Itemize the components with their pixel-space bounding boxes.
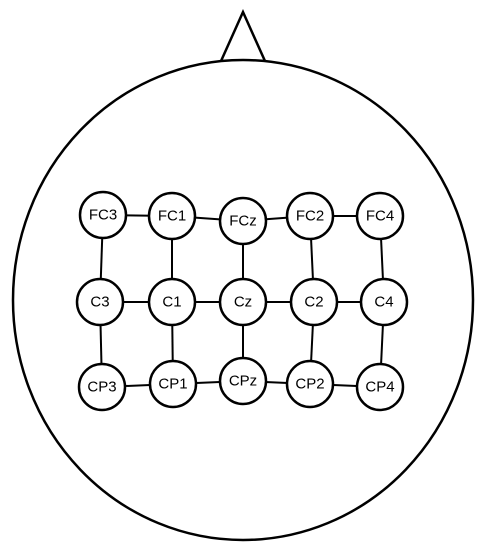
electrode-circle	[218, 196, 268, 246]
electrode-circle	[147, 191, 197, 241]
electrode-circle	[75, 277, 125, 327]
electrode-cp4: CP4	[355, 362, 405, 412]
electrode-label: FC3	[89, 207, 117, 224]
electrode-label: CP4	[365, 379, 394, 396]
electrode-circle	[77, 362, 127, 412]
electrode-fcz: FCz	[218, 196, 268, 246]
electrode-circle	[78, 190, 128, 240]
electrode-label: C3	[90, 294, 109, 311]
electrode-fc4: FC4	[355, 191, 405, 241]
electrode-circle	[355, 362, 405, 412]
electrode-label: FCz	[229, 213, 257, 230]
electrode-circle	[218, 277, 268, 327]
electrode-label: C1	[162, 294, 181, 311]
electrode-label: C4	[374, 294, 393, 311]
electrode-cp3: CP3	[77, 362, 127, 412]
electrode-c3: C3	[75, 277, 125, 327]
electrode-circle	[285, 359, 335, 409]
electrode-label: CP2	[295, 376, 324, 393]
electrode-cz: Cz	[218, 277, 268, 327]
electrode-cp2: CP2	[285, 359, 335, 409]
electrode-fc1: FC1	[147, 191, 197, 241]
electrode-c2: C2	[289, 277, 339, 327]
electrode-cpz: CPz	[218, 356, 268, 406]
electrode-circle	[355, 191, 405, 241]
electrode-label: FC1	[158, 208, 186, 225]
electrode-fc2: FC2	[285, 191, 335, 241]
electrode-circle	[147, 277, 197, 327]
electrode-circle	[359, 277, 409, 327]
electrode-label: CPz	[229, 373, 257, 390]
electrode-circle	[218, 356, 268, 406]
electrode-label: FC2	[296, 208, 324, 225]
electrode-label: C2	[304, 294, 323, 311]
electrode-circle	[148, 359, 198, 409]
electrode-label: CP1	[158, 376, 187, 393]
electrode-label: Cz	[234, 294, 252, 311]
electrode-circle	[285, 191, 335, 241]
electrode-cp1: CP1	[148, 359, 198, 409]
electrode-circle	[289, 277, 339, 327]
electrode-label: CP3	[87, 379, 116, 396]
electrode-label: FC4	[366, 208, 394, 225]
electrode-c1: C1	[147, 277, 197, 327]
electrode-c4: C4	[359, 277, 409, 327]
electrode-fc3: FC3	[78, 190, 128, 240]
